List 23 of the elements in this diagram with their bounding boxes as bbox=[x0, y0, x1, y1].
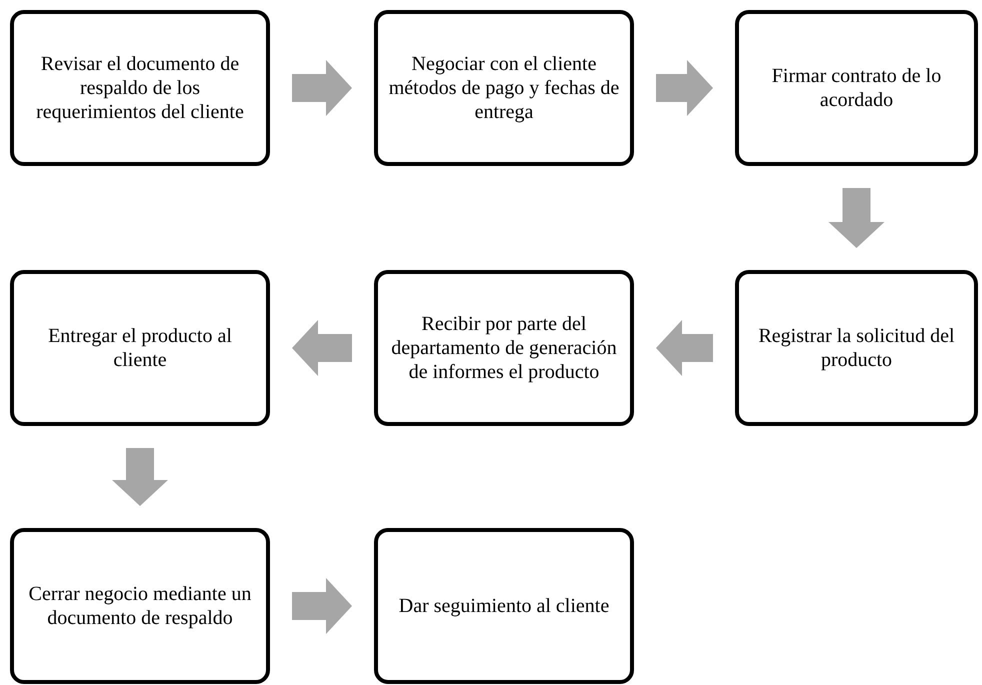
step-text: Revisar el documento de respaldo de los requerimientos del cliente bbox=[35, 52, 245, 124]
block-arrow bbox=[656, 60, 713, 116]
block-arrow bbox=[112, 448, 168, 506]
process-box bbox=[374, 270, 634, 426]
step-text: Firmar contrato de lo acordado bbox=[770, 64, 942, 112]
block-arrow bbox=[656, 320, 713, 376]
step-text: Cerrar negocio mediante un documento de respaldo bbox=[28, 582, 252, 630]
block-arrow bbox=[292, 578, 352, 634]
step-text: Dar seguimiento al cliente bbox=[398, 594, 610, 618]
block-arrow bbox=[828, 188, 884, 248]
process-box bbox=[10, 270, 270, 426]
step-text: Recibir por parte del departamento de generación de informes el producto bbox=[390, 312, 618, 384]
process-box bbox=[374, 528, 634, 684]
step-text: Negociar con el cliente métodos de pago y fechas de entrega bbox=[388, 52, 620, 124]
process-box bbox=[10, 528, 270, 684]
block-arrow bbox=[292, 320, 352, 376]
step-text: Entregar el producto al cliente bbox=[47, 324, 233, 372]
step-text: Registrar la solicitud del producto bbox=[757, 324, 956, 372]
process-box bbox=[735, 270, 978, 426]
process-box bbox=[10, 10, 270, 166]
process-box bbox=[735, 10, 978, 166]
process-box bbox=[374, 10, 634, 166]
block-arrow bbox=[292, 60, 352, 116]
